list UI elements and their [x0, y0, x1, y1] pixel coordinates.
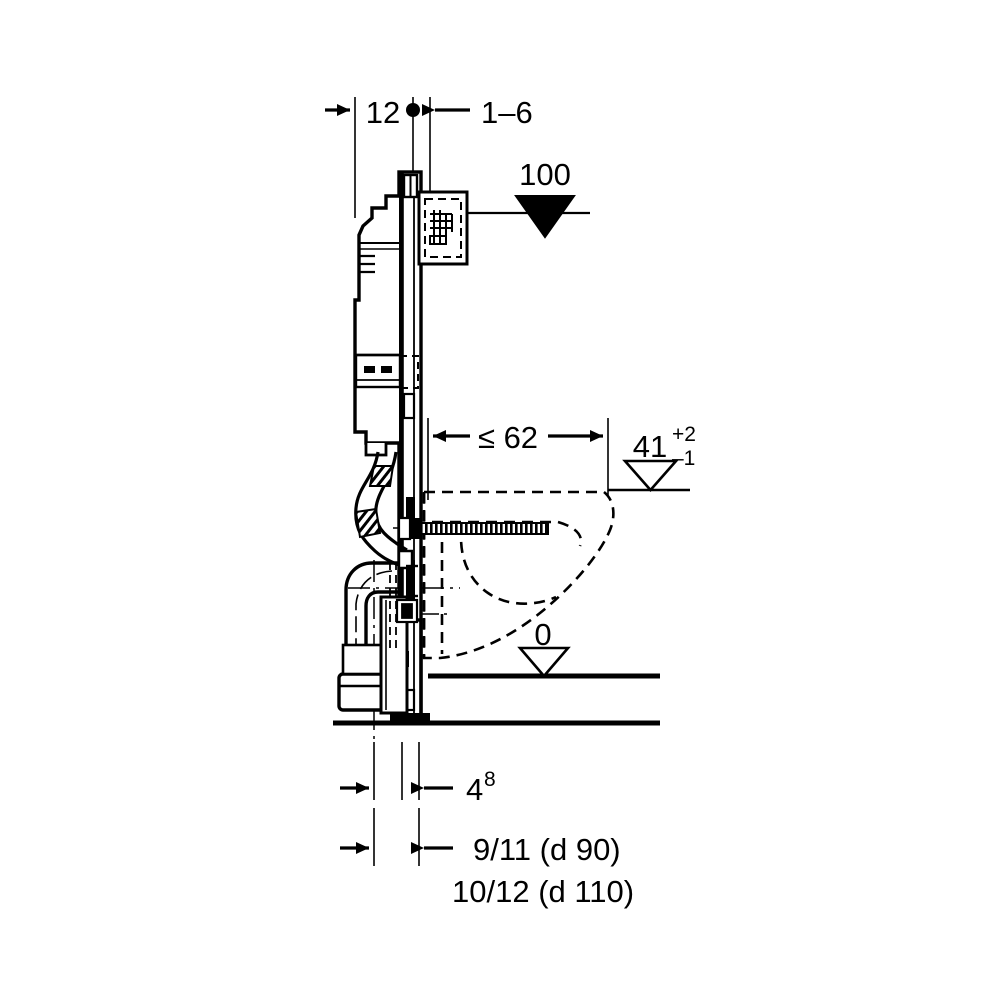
hidden-bolt-shafts [389, 562, 397, 650]
lower-fixing-detail [389, 562, 419, 650]
label-dim-12: 12 [366, 95, 400, 130]
label-marker-41-tolerance-plus: +2 [672, 423, 696, 446]
flush-pipe-collar-lower [354, 507, 382, 539]
label-dim-4-superscript: 8 [484, 768, 496, 791]
drain-elbow-hidden-line [355, 570, 393, 672]
wc-bowl-rim-line [432, 520, 583, 547]
flush-valve-hidden-outline [399, 355, 419, 389]
frame-rail-fixing-block-upper [406, 497, 415, 531]
flush-pipe-collar-upper [368, 465, 395, 487]
wc-fixing-bolt-thread [419, 522, 549, 535]
drain-elbow-outer [344, 561, 399, 672]
cistern [353, 194, 419, 457]
wc-fixing-bolt-washer [397, 516, 412, 541]
elevation-marker-labels: 100 41 +2 –1 0 [519, 157, 696, 652]
label-marker-100: 100 [519, 157, 571, 192]
triangle-marker-0-hollow [517, 646, 571, 678]
dimension-origin-dot [406, 103, 420, 117]
cistern-rib-detail [358, 254, 375, 274]
triangle-marker-100-filled [514, 195, 576, 239]
label-marker-41-tolerance-minus: –1 [672, 447, 695, 470]
label-dim-1-6: 1–6 [481, 95, 533, 130]
wc-bowl-profile [422, 490, 615, 660]
label-dim-10-12-d110: 10/12 (d 110) [452, 874, 634, 909]
actuator-mechanism-detail [429, 210, 453, 245]
actuator-box-frame [417, 190, 469, 266]
label-dim-4: 4 [466, 772, 483, 807]
wc-fixing-bolt [397, 516, 549, 541]
label-marker-0: 0 [534, 617, 551, 652]
lower-fixing-nut [401, 603, 413, 619]
triangle-marker-41-hollow [622, 459, 679, 492]
frame-rail-fixing-block-lower [406, 560, 415, 622]
drain-elbow-inner [364, 590, 399, 672]
cistern-outlet-spout [364, 443, 388, 457]
cistern-outline [353, 194, 399, 445]
actuator-box-dashed-insert [424, 198, 462, 258]
wc-bowl-outline [422, 490, 615, 660]
drain-elbow [337, 561, 409, 715]
frame-rail-adjust-slot [402, 392, 416, 420]
wc-bowl-inner-bowl [459, 523, 557, 605]
wc-fixing-bolt-head [410, 518, 422, 539]
label-dim-le-62: ≤ 62 [478, 420, 538, 455]
label-dim-9-11-d90: 9/11 (d 90) [473, 832, 621, 867]
dimension-labels: 12 1–6 ≤ 62 4 8 9/11 (d 90) 10/12 (d 110… [366, 95, 634, 909]
dimension-arrows [325, 104, 603, 854]
label-marker-41: 41 [633, 429, 667, 464]
actuator-opening-box [417, 190, 469, 266]
elevation-triangles [514, 195, 679, 678]
cistern-valve-bolts [364, 366, 392, 373]
